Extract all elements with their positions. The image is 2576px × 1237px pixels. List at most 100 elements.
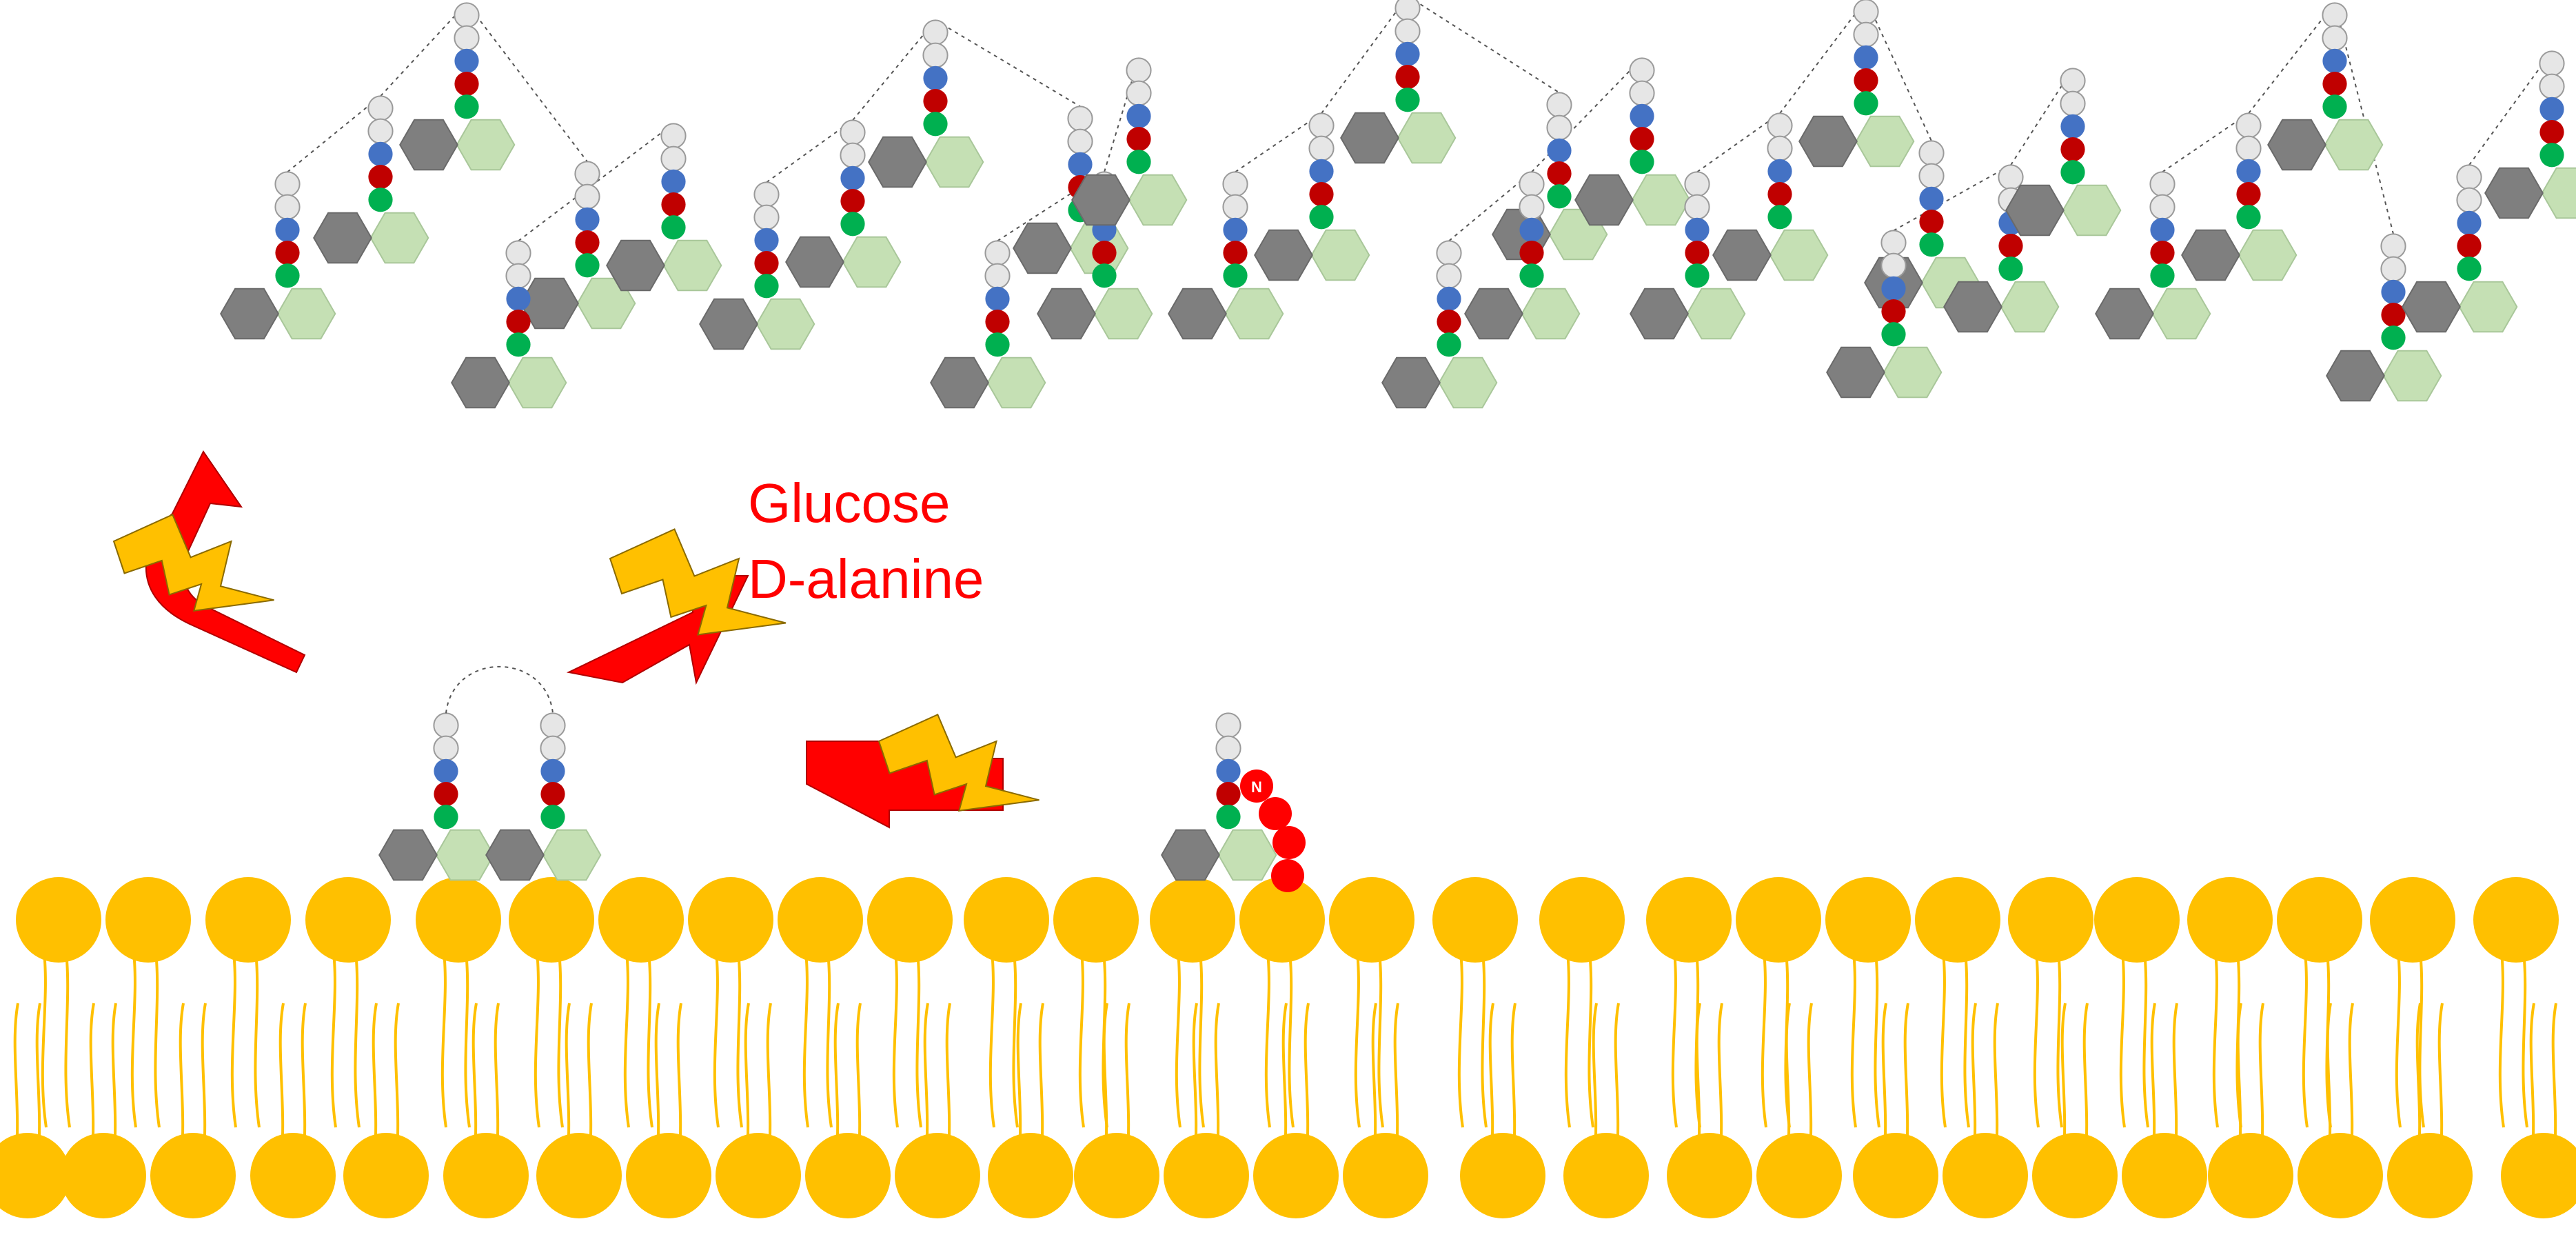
hexagon-dark	[1943, 281, 2002, 333]
hexagon-dark	[485, 829, 545, 881]
stack-bead	[2060, 90, 2086, 117]
stack-bead	[454, 94, 479, 119]
polymer-monomer	[399, 2, 516, 171]
stack-bead	[367, 118, 394, 144]
lipid-tail	[230, 945, 237, 1128]
lipid-head-inner	[2032, 1133, 2118, 1218]
lipid-tail	[2212, 945, 2219, 1128]
stack-bead	[275, 240, 300, 265]
lipid-head-outer	[1053, 877, 1139, 963]
stack-bead	[754, 274, 779, 299]
stack-bead	[1395, 64, 1420, 90]
lipid-head-inner	[2122, 1133, 2207, 1218]
stack-bead	[434, 781, 458, 807]
stack-bead	[1519, 171, 1545, 197]
stack-bead	[275, 263, 300, 288]
stack-bead	[2539, 143, 2564, 168]
stack-bead	[575, 230, 600, 255]
polymer-monomer	[1574, 57, 1691, 226]
lipid-tail	[713, 945, 720, 1128]
polymer-monomer	[1381, 240, 1498, 409]
stack-bead	[1126, 150, 1151, 174]
stack-bead	[1092, 263, 1117, 288]
lipid-tail	[2142, 945, 2149, 1128]
stack-bead	[2236, 181, 2261, 207]
stack-bead	[1126, 57, 1152, 83]
stack-bead	[1919, 209, 1944, 234]
stack-bead	[984, 240, 1011, 266]
dimer-link-dashed	[445, 665, 554, 714]
hexagon-light	[2000, 281, 2060, 333]
label-d-alanine: D-alanine	[748, 548, 984, 610]
hexagon-light	[662, 239, 722, 292]
hexagon-dark	[2095, 288, 2154, 340]
lipid-head-inner	[1074, 1133, 1159, 1218]
lipid-head-outer	[2094, 877, 2180, 963]
lipid-head-inner	[2501, 1133, 2576, 1218]
lipid-head-inner	[716, 1133, 801, 1218]
hexagon-dark	[606, 239, 665, 292]
stack-bead	[1767, 135, 1793, 161]
lipid-tail	[1850, 945, 1857, 1128]
hexagon-dark	[2267, 119, 2326, 171]
crosslink-dashed	[1412, 0, 1560, 94]
stack-bead	[1881, 276, 1906, 301]
lipid-head-outer	[2473, 877, 2559, 963]
lipid-tail	[1671, 945, 1678, 1128]
stack-bead	[1546, 92, 1572, 118]
stack-bead	[275, 217, 300, 242]
stack-bead	[1126, 80, 1152, 106]
membrane-monomer	[485, 712, 602, 881]
hexagon-light	[456, 119, 516, 171]
hexagon-dark	[1161, 829, 1220, 881]
polymer-monomer	[220, 171, 336, 340]
stack-bead	[1629, 80, 1655, 106]
hexagon-light	[755, 298, 815, 350]
stack-bead	[506, 332, 531, 357]
stack-bead	[2457, 210, 2482, 235]
polymer-monomer	[2005, 68, 2122, 237]
polymer-monomer	[699, 181, 815, 350]
stack-bead	[1767, 181, 1792, 207]
stack-bead	[368, 141, 393, 166]
stack-bead	[1395, 0, 1421, 21]
lipid-head-inner	[1253, 1133, 1339, 1218]
stack-bead	[540, 758, 565, 783]
stack-bead	[1630, 126, 1654, 152]
stack-bead	[1092, 240, 1117, 265]
stack-bead	[433, 735, 459, 761]
lipid-tail	[1481, 945, 1488, 1128]
stack-bead	[2381, 279, 2406, 304]
polymer-monomer	[2326, 233, 2442, 402]
stack-bead	[1309, 205, 1334, 230]
lipid-head-inner	[1756, 1133, 1842, 1218]
lipid-head-inner	[61, 1133, 146, 1218]
hexagon-dark	[1464, 288, 1523, 340]
stack-bead	[1222, 194, 1248, 220]
lipid-head-inner	[2298, 1133, 2383, 1218]
lipid-head-outer	[688, 877, 773, 963]
stack-bead	[1881, 322, 1906, 347]
crosslink-dashed	[2162, 112, 2249, 173]
lipid-head-inner	[0, 1133, 70, 1218]
hexagon-dark	[1630, 288, 1689, 340]
stack-bead	[2322, 94, 2347, 119]
lipid-tail	[354, 945, 361, 1128]
hexagon-light	[1686, 288, 1746, 340]
stack-bead	[1998, 164, 2024, 190]
lipid-head-inner	[2208, 1133, 2293, 1218]
stack-bead	[1684, 171, 1710, 197]
stack-bead	[1918, 140, 1945, 166]
lipid-tail	[2395, 945, 2402, 1128]
stack-bead	[1546, 114, 1572, 141]
hexagon-light	[369, 212, 429, 264]
red-arrow-curved	[145, 450, 306, 674]
hexagon-dark	[1168, 288, 1227, 340]
stack-bead	[1854, 45, 1878, 70]
lipid-head-outer	[1432, 877, 1518, 963]
crosslink-dashed	[380, 2, 467, 97]
crosslink-dashed	[766, 119, 853, 183]
stack-bead	[2381, 325, 2406, 350]
